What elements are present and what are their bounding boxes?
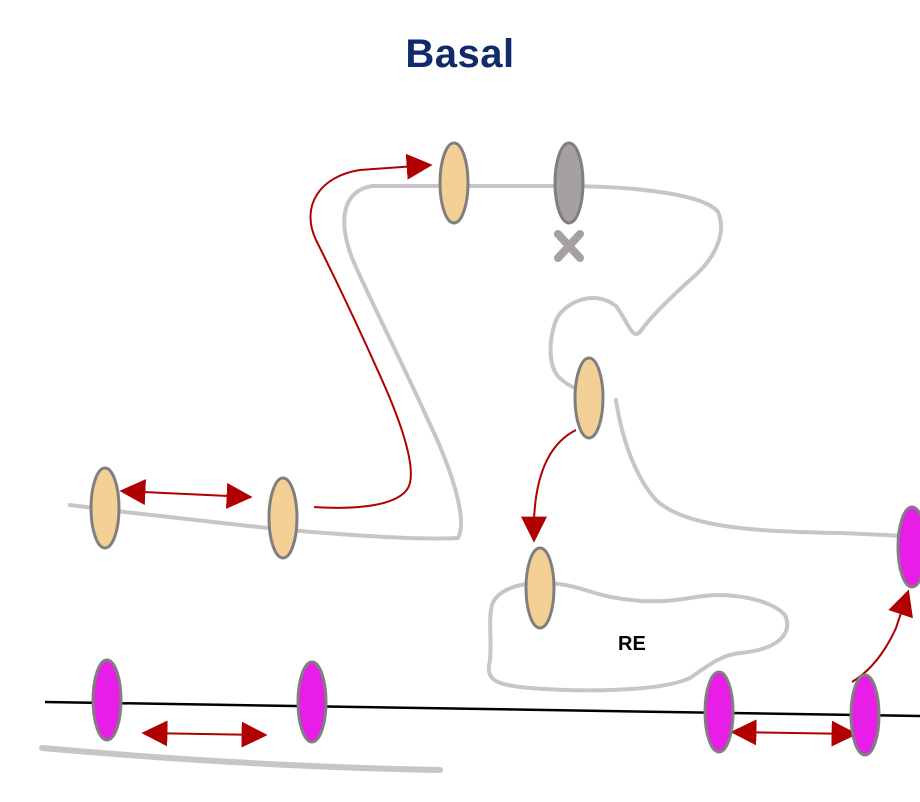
magenta-receptor: [296, 660, 328, 744]
tan-receptor: [438, 141, 470, 225]
lateral-diffusion-arrow-upper: [119, 479, 253, 509]
tan-receptors: [89, 141, 605, 630]
tan-receptor: [524, 546, 556, 630]
lateral-diffusion-arrow-lower: [141, 720, 268, 748]
endocytosis-arrow: [521, 429, 577, 543]
membrane-right-branch: [614, 398, 907, 538]
exocytosis-arrow: [851, 589, 913, 683]
spine-entry-arrow: [309, 153, 433, 509]
cross-icon: [554, 230, 584, 262]
recycling-endosome-outline: [486, 580, 790, 693]
arrows: [119, 153, 913, 748]
lateral-diffusion-arrow-right: [730, 719, 858, 747]
tan-receptor: [573, 356, 605, 440]
diagram-title: Basal: [405, 32, 515, 76]
plasma-membrane: [44, 700, 920, 718]
membrane-left-spine: [68, 184, 724, 541]
lower-membrane: [39, 745, 443, 773]
re-label: RE: [618, 633, 646, 655]
magenta-receptors: [91, 505, 920, 757]
magenta-receptor: [849, 673, 881, 757]
magenta-receptor: [91, 658, 123, 742]
magenta-receptor: [896, 505, 920, 589]
tan-receptor: [267, 476, 299, 560]
inactive-receptor: [553, 141, 585, 225]
magenta-receptor: [703, 670, 735, 754]
tan-receptor: [89, 466, 121, 550]
dendritic-membrane: [39, 184, 907, 773]
